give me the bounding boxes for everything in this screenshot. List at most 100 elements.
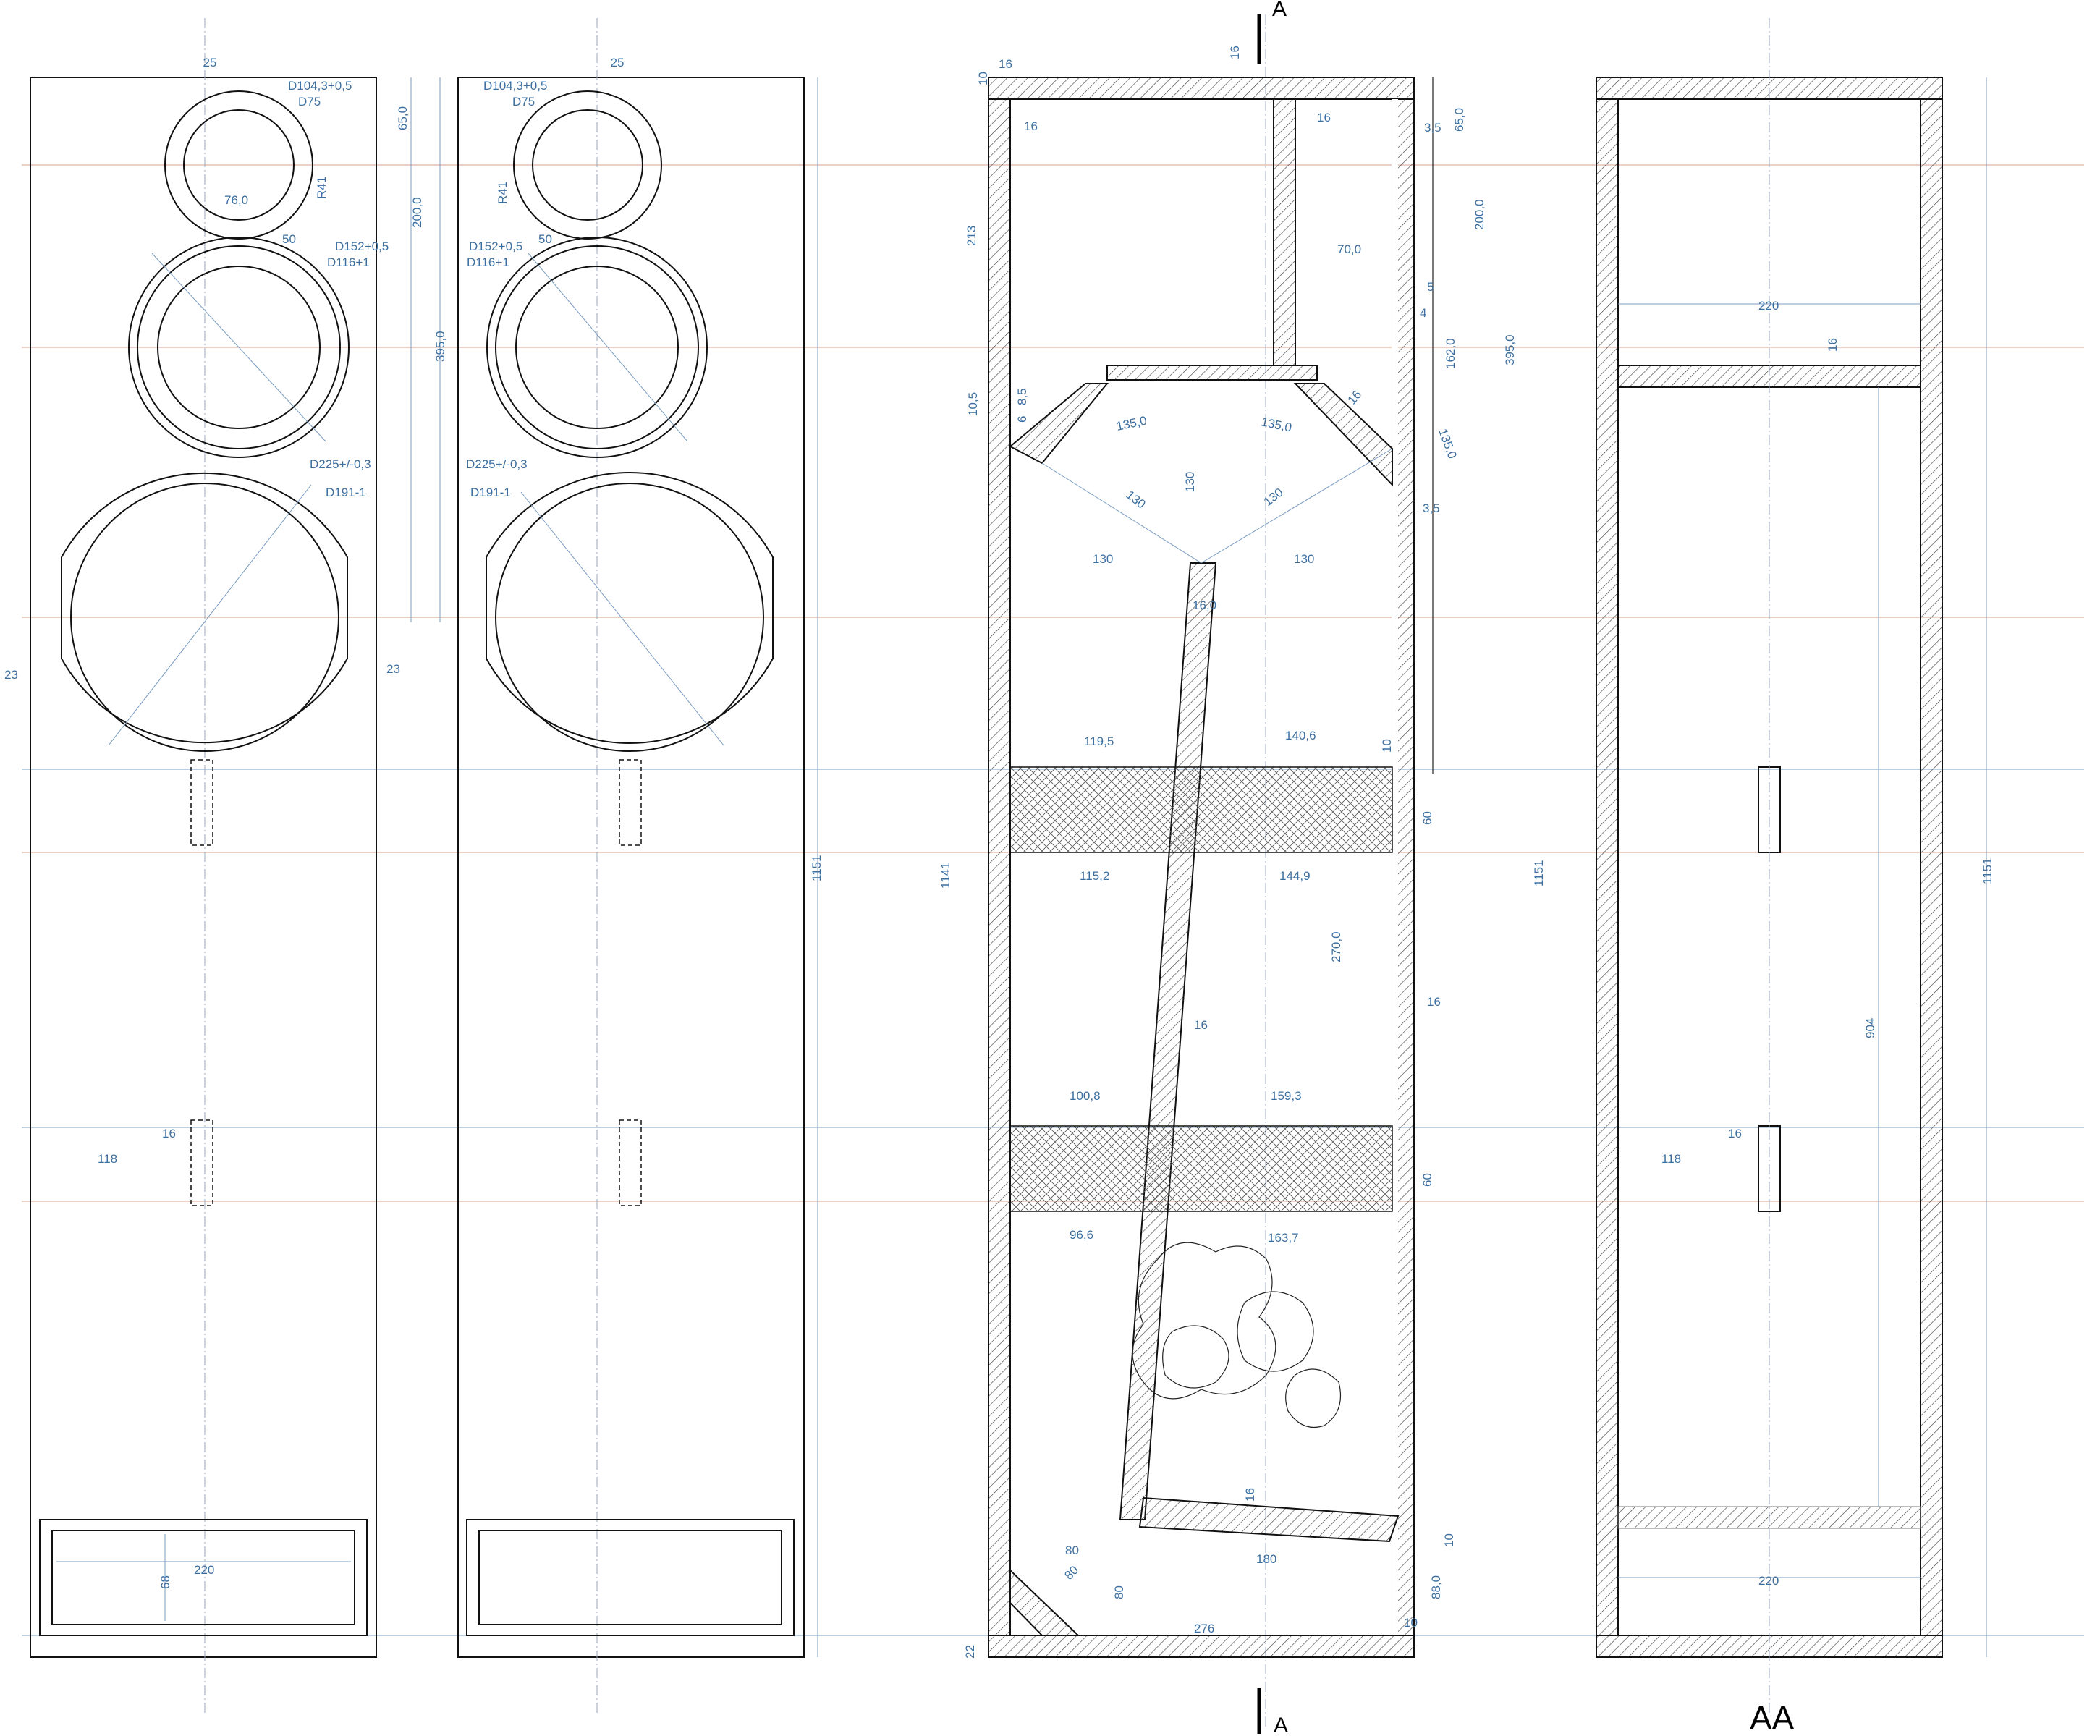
dim-tw-chord: 76,0 bbox=[224, 193, 248, 207]
dim-65: 65,0 bbox=[396, 106, 410, 130]
dim-side-115-2: 115,2 bbox=[1080, 869, 1109, 883]
dim-side-1151: 1151 bbox=[1532, 860, 1546, 886]
dim-side-80-b: 80 bbox=[1062, 1563, 1081, 1583]
dim-16: 16 bbox=[162, 1127, 176, 1140]
dim-tw-hole: D75 bbox=[298, 95, 321, 109]
dim-mid-gap-b: 50 bbox=[538, 232, 552, 246]
section-marker-top: A bbox=[1272, 0, 1287, 21]
dim-tw-flange-b: D104,3+0,5 bbox=[483, 79, 547, 93]
section-view-title: AA bbox=[1750, 1699, 1795, 1736]
dim-mid-hole-b: D116+1 bbox=[467, 255, 509, 269]
dim-side-16-right: 16 bbox=[1427, 995, 1441, 1009]
dim-side-5: 5 bbox=[1427, 280, 1434, 294]
dim-woofer-flange: D225+/-0,3 bbox=[310, 457, 371, 471]
dim-side-3-5-top: 3,5 bbox=[1424, 121, 1441, 135]
dim-side-180: 180 bbox=[1256, 1552, 1276, 1566]
dim-side-100-8: 100,8 bbox=[1070, 1089, 1101, 1103]
dim-woofer-side-left: 23 bbox=[4, 668, 18, 682]
dim-side-70: 70,0 bbox=[1337, 242, 1361, 256]
dim-side-angle-2: 135,0 bbox=[1260, 415, 1293, 434]
dim-side-276: 276 bbox=[1194, 1622, 1214, 1635]
side-section bbox=[988, 14, 1434, 1729]
section-markers: A A bbox=[1257, 0, 1288, 1736]
dim-height-b: 1151 bbox=[810, 855, 824, 881]
dim-woofer-hole: D191-1 bbox=[326, 486, 366, 499]
dim-tw-offset-b: 25 bbox=[611, 56, 625, 69]
dim-side-16-slope: 16 bbox=[1345, 388, 1365, 407]
dim-side-270: 270,0 bbox=[1329, 931, 1343, 962]
dim-side-22: 22 bbox=[963, 1645, 977, 1659]
dim-side-1141: 1141 bbox=[939, 862, 952, 889]
dim-side-140-6: 140,6 bbox=[1285, 729, 1316, 742]
dim-side-10-5: 10,5 bbox=[966, 392, 980, 416]
dim-aa-118: 118 bbox=[1661, 1152, 1681, 1166]
dim-mid-flange: D152+0,5 bbox=[335, 240, 389, 253]
dim-395: 395,0 bbox=[433, 331, 447, 362]
dim-side-80-c: 80 bbox=[1112, 1585, 1126, 1599]
dim-port-width: 220 bbox=[194, 1563, 214, 1577]
dim-side-10-top: 10 bbox=[976, 72, 990, 85]
dim-woofer-flange-b: D225+/-0,3 bbox=[466, 457, 528, 471]
dim-mid-hole: D116+1 bbox=[327, 255, 370, 269]
front-view-b-labels: 25 D104,3+0,5 D75 R41 50 D152+0,5 D116+1… bbox=[466, 56, 824, 881]
dim-tw-offset: 25 bbox=[203, 56, 217, 69]
dim-aa-220-top: 220 bbox=[1758, 299, 1779, 313]
dim-side-16-mid: 16 bbox=[1194, 1018, 1208, 1032]
section-aa bbox=[1596, 18, 1987, 1715]
dim-side-162: 162,0 bbox=[1444, 338, 1457, 369]
dim-side-16-c: 16 bbox=[1228, 46, 1242, 59]
dim-port-height: 68 bbox=[158, 1575, 172, 1589]
dim-tw-flange: D104,3+0,5 bbox=[288, 79, 352, 93]
dim-tw-radius-b: R41 bbox=[496, 182, 509, 204]
dim-side-angle-3: 135,0 bbox=[1436, 427, 1459, 460]
dim-side-4: 4 bbox=[1420, 306, 1426, 320]
dim-side-96-6: 96,6 bbox=[1070, 1228, 1093, 1242]
dim-side-163-7: 163,7 bbox=[1268, 1231, 1299, 1245]
dim-side-119-5: 119,5 bbox=[1084, 734, 1114, 748]
dim-side-16-a: 16 bbox=[1024, 119, 1038, 133]
dim-side-65: 65,0 bbox=[1452, 108, 1466, 132]
dim-side-88: 88,0 bbox=[1429, 1575, 1443, 1599]
dim-side-60-a: 60 bbox=[1421, 811, 1434, 825]
dim-mid-gap: 50 bbox=[282, 232, 296, 246]
dim-side-200: 200,0 bbox=[1473, 199, 1486, 230]
dim-side-angle-1: 135,0 bbox=[1115, 413, 1148, 433]
dim-side-6: 6 bbox=[1015, 416, 1029, 423]
front-view-b bbox=[457, 18, 818, 1715]
dim-side-16-bot: 16 bbox=[1243, 1488, 1257, 1502]
dim-side-130-right: 130 bbox=[1261, 486, 1286, 509]
dim-side-80-a: 80 bbox=[1065, 1544, 1079, 1557]
dim-mid-flange-b: D152+0,5 bbox=[469, 240, 522, 253]
section-marker-bottom: A bbox=[1274, 1714, 1288, 1736]
dim-side-395: 395,0 bbox=[1503, 334, 1517, 365]
dim-side-130-hl: 130 bbox=[1093, 552, 1113, 566]
front-view-a-labels: 25 D104,3+0,5 D75 R41 76,0 50 D152+0,5 D… bbox=[4, 56, 447, 1589]
dim-side-16-top: 16 bbox=[999, 57, 1012, 71]
dim-side-130-left: 130 bbox=[1124, 488, 1148, 511]
section-aa-labels: 220 16 1151 904 118 16 220 AA bbox=[1661, 299, 1994, 1736]
dim-aa-220-bot: 220 bbox=[1758, 1574, 1779, 1588]
dim-aa-16-b: 16 bbox=[1728, 1127, 1742, 1140]
dim-side-3-5-b: 3,5 bbox=[1423, 501, 1440, 515]
dim-side-213: 213 bbox=[965, 226, 978, 246]
dim-118: 118 bbox=[98, 1152, 117, 1166]
dim-side-16-b: 16 bbox=[1317, 111, 1331, 124]
dim-side-130-vert: 130 bbox=[1183, 472, 1197, 492]
dim-side-10-b: 10 bbox=[1404, 1616, 1418, 1630]
dim-tw-radius: R41 bbox=[315, 177, 329, 199]
dim-aa-1151: 1151 bbox=[1981, 858, 1994, 884]
dim-200: 200,0 bbox=[410, 197, 424, 228]
dim-side-144-9: 144,9 bbox=[1279, 869, 1311, 883]
dim-side-130-hr: 130 bbox=[1294, 552, 1314, 566]
dim-side-10-bot: 10 bbox=[1442, 1533, 1456, 1547]
dim-woofer-hole-b: D191-1 bbox=[470, 486, 511, 499]
front-view-a bbox=[30, 18, 441, 1715]
dim-side-16-0: 16,0 bbox=[1193, 598, 1216, 612]
dim-side-10-mid: 10 bbox=[1380, 739, 1394, 753]
dim-woofer-side-right: 23 bbox=[386, 662, 400, 676]
dim-tw-hole-b: D75 bbox=[512, 95, 535, 109]
dim-side-8-5: 8,5 bbox=[1015, 388, 1029, 405]
dim-aa-904: 904 bbox=[1863, 1018, 1877, 1038]
dim-side-159-3: 159,3 bbox=[1271, 1089, 1302, 1103]
